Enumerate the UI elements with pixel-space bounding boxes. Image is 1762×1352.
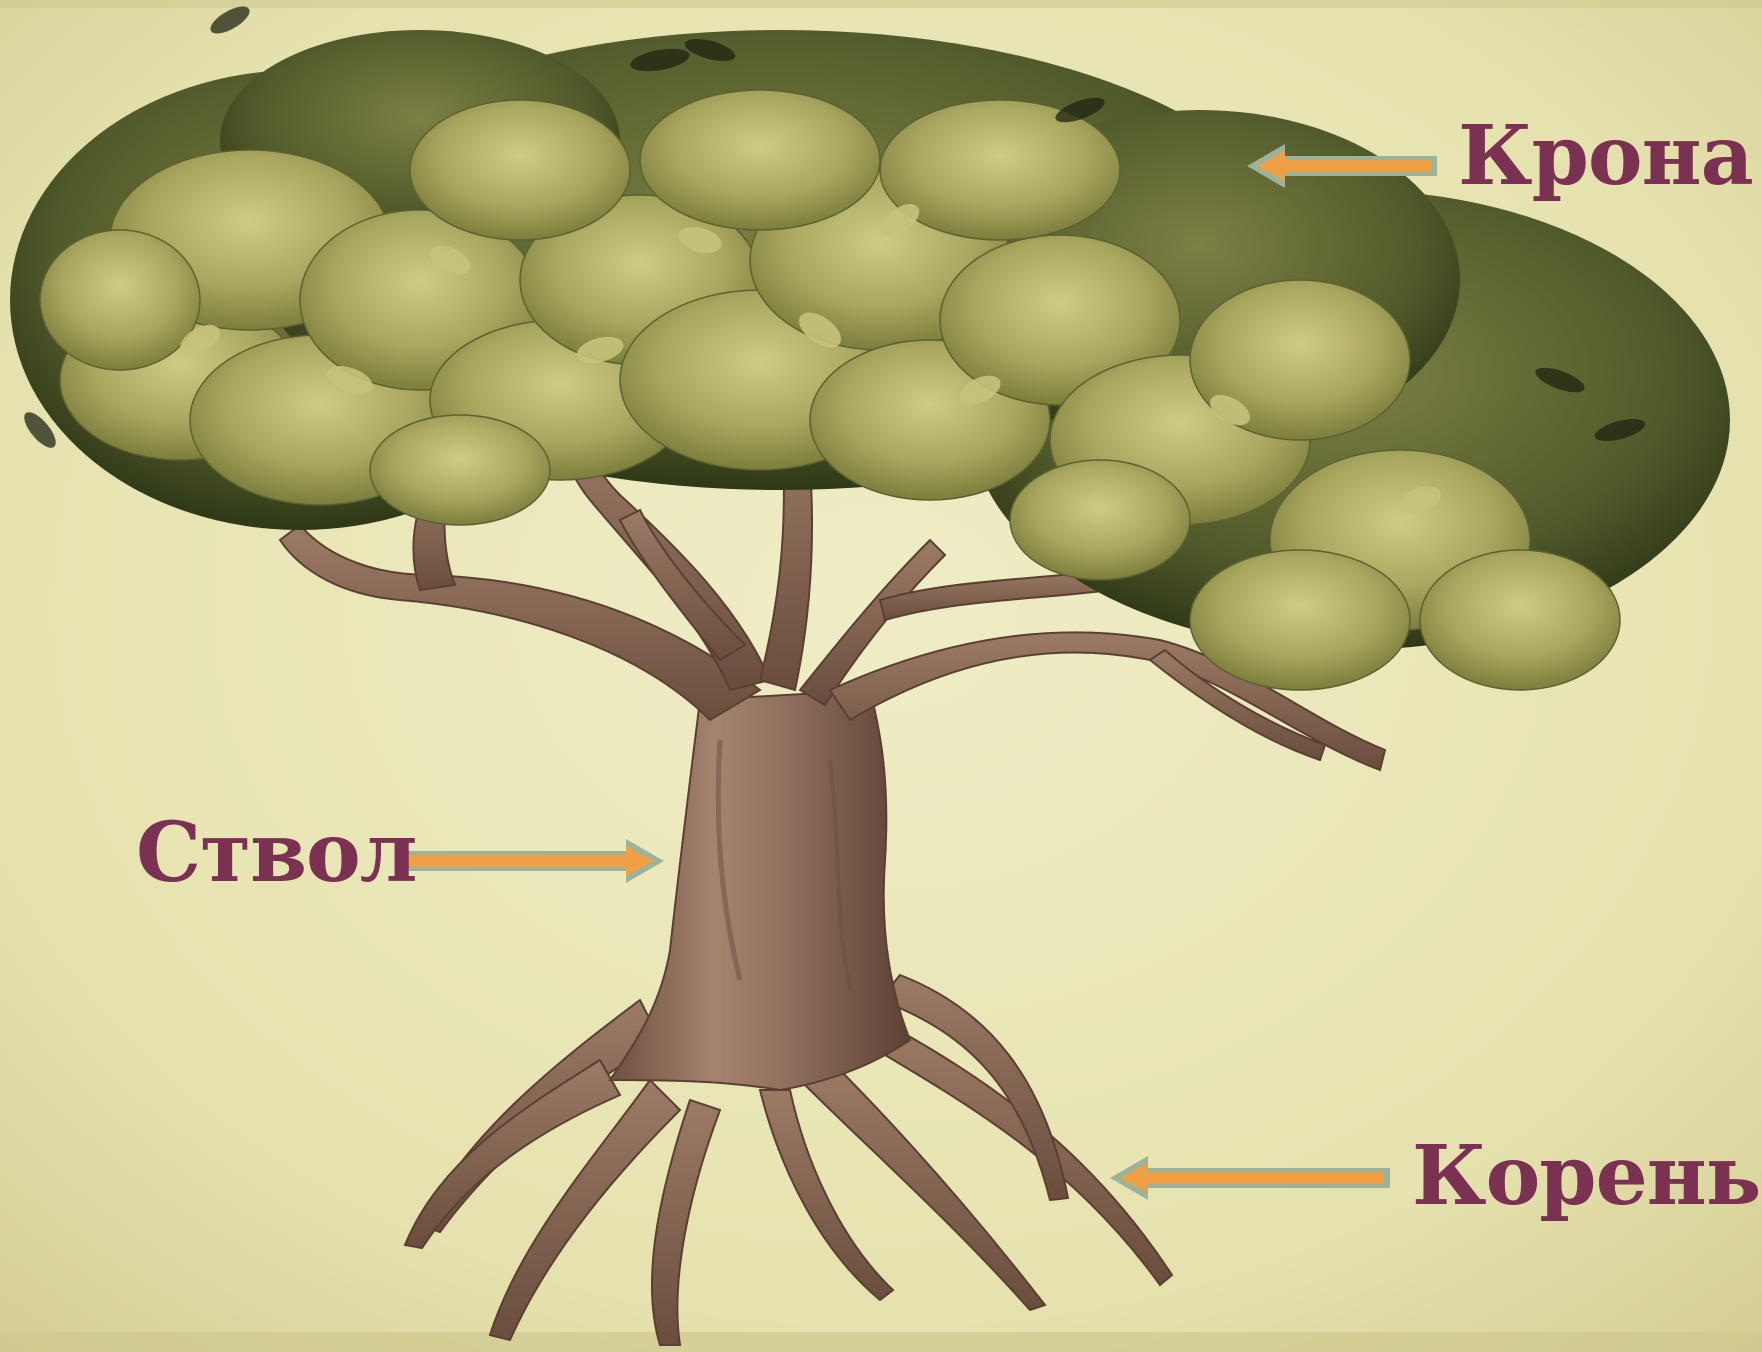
label-root: Корень: [1412, 1135, 1760, 1217]
crown-arrow: [1245, 140, 1440, 192]
root-arrow: [1108, 1152, 1393, 1204]
label-trunk: Ствол: [136, 812, 417, 894]
trunk-arrow: [398, 835, 666, 887]
label-crown: Крона: [1458, 115, 1753, 197]
